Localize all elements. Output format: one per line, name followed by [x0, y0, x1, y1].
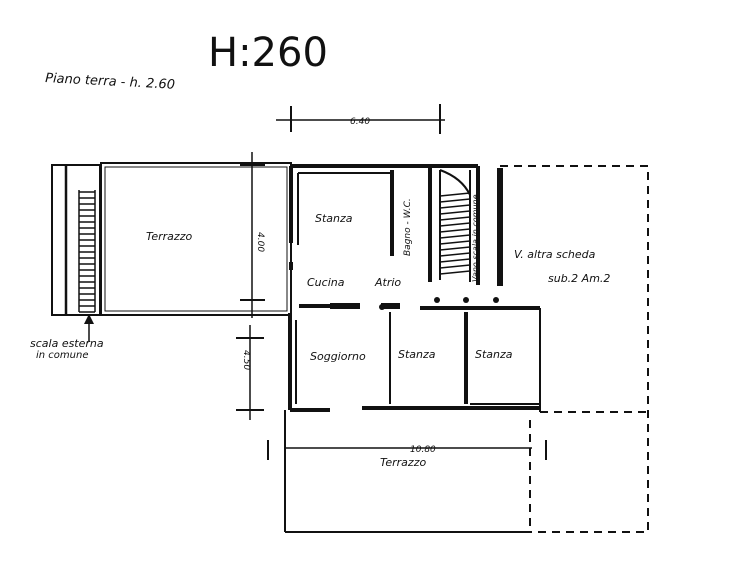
- stair-tread: [439, 240, 471, 245]
- living-label: Soggiorno: [310, 350, 366, 363]
- room-right-label: Stanza: [475, 348, 513, 361]
- room-mid-label: Stanza: [398, 348, 436, 361]
- terrace-bottom-label: Terrazzo: [380, 456, 426, 469]
- stair-tread: [439, 198, 471, 203]
- bath-label: Bagno - W.C.: [403, 198, 413, 256]
- stair-tread: [439, 192, 471, 197]
- stair-tread: [439, 204, 471, 209]
- stair-tread: [439, 222, 471, 227]
- kitchen-label: Cucina: [307, 276, 345, 289]
- dimension-left-upper-label: 4.00: [255, 232, 265, 252]
- external-stair-label-2: in comune: [36, 350, 88, 361]
- stair-tread: [439, 228, 471, 233]
- other-unit-label-1: V. altra scheda: [514, 248, 596, 261]
- external-stair-annotation: scala esterna in comune: [30, 314, 104, 361]
- stair-tread: [439, 258, 471, 263]
- internal-stair: [439, 169, 471, 282]
- stair-tread: [439, 234, 471, 239]
- external-stair: [51, 164, 101, 316]
- dimension-left-upper: 4.00: [240, 152, 265, 318]
- dimension-left-lower: 4.50: [236, 325, 264, 420]
- stair-note-label: Vano scala in comune: [471, 194, 480, 282]
- dimension-top: 6.40: [276, 104, 445, 134]
- unit-walls: [288, 164, 541, 412]
- height-note: H:260: [208, 30, 328, 76]
- external-stair-label-1: scala esterna: [30, 337, 104, 350]
- stair-tread: [439, 270, 471, 275]
- dimension-bottom-label: 10.80: [410, 445, 436, 455]
- stair-tread: [439, 246, 471, 251]
- room-top-label: Stanza: [315, 212, 353, 225]
- terrace-left-label: Terrazzo: [146, 230, 192, 243]
- other-unit-label-2: sub.2 Am.2: [548, 272, 610, 285]
- stair-tread: [439, 210, 471, 215]
- hall-label: Atrio: [374, 276, 401, 289]
- dimension-left-lower-label: 4.50: [241, 350, 251, 370]
- floor-title: Piano terra - h. 2.60: [45, 71, 176, 93]
- terrace-bottom: 10.80 Terrazzo: [267, 410, 547, 533]
- dimension-top-label: 6.40: [350, 117, 370, 127]
- stair-tread: [439, 216, 471, 221]
- stair-tread: [439, 264, 471, 269]
- stair-tread: [439, 252, 471, 257]
